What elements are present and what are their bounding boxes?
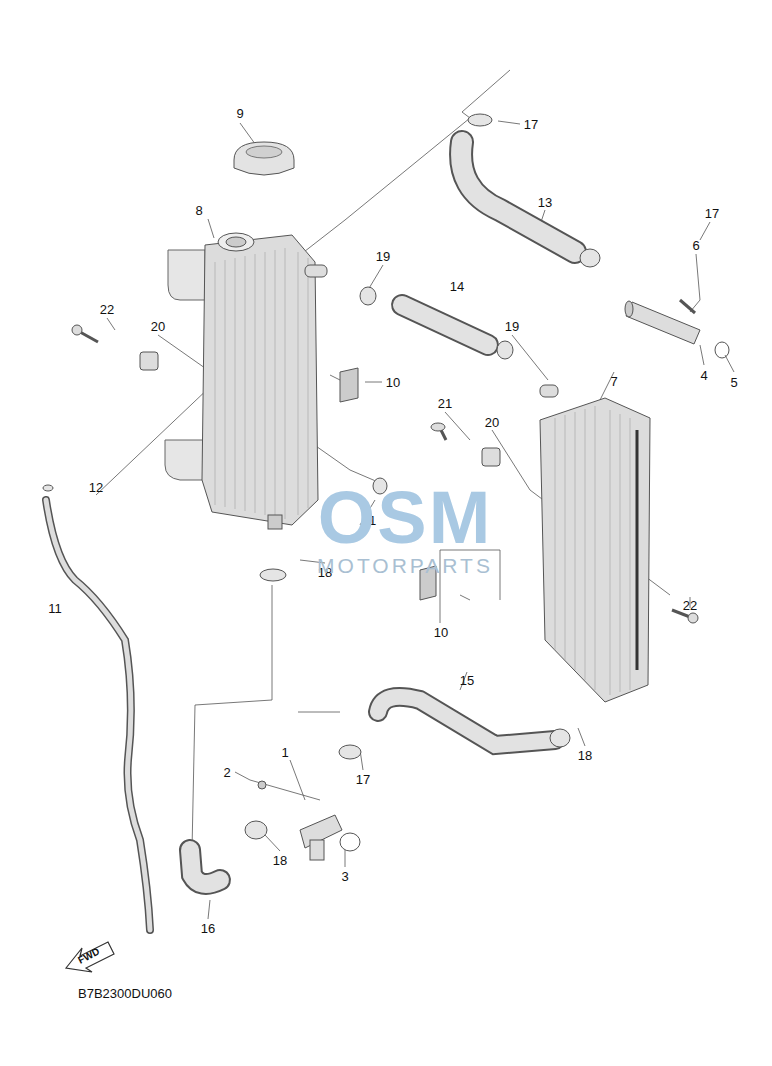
left-radiator <box>165 233 327 529</box>
callout-number: 17 <box>356 773 370 786</box>
callout-number: 1 <box>281 746 288 759</box>
callout-number: 3 <box>341 870 348 883</box>
callout-number: 20 <box>485 416 499 429</box>
clamps <box>43 114 600 839</box>
callout-number: 14 <box>450 280 464 293</box>
callout-number: 17 <box>705 207 719 220</box>
callout-number: 8 <box>195 204 202 217</box>
callout-number: 4 <box>700 369 707 382</box>
callout-number: 7 <box>610 375 617 388</box>
callout-number: 15 <box>460 674 474 687</box>
radiator-cap <box>234 142 294 175</box>
leader-lines <box>96 70 734 919</box>
callout-number: 6 <box>692 239 699 252</box>
fwd-arrow <box>66 942 114 972</box>
callout-number: 22 <box>683 599 697 612</box>
right-radiator <box>540 385 650 702</box>
callout-number: 16 <box>201 922 215 935</box>
callout-number: 13 <box>538 196 552 209</box>
watermark: OSM <box>318 481 493 555</box>
callout-number: 21 <box>438 397 452 410</box>
callout-number: 5 <box>730 376 737 389</box>
callout-number: 19 <box>505 320 519 333</box>
hoses <box>46 142 575 930</box>
watermark: MOTORPARTS <box>317 555 493 576</box>
callout-number: 20 <box>151 320 165 333</box>
diagram-code: B7B2300DU060 <box>78 987 172 1000</box>
callout-number: 10 <box>434 626 448 639</box>
pipes-and-bolts <box>72 300 729 860</box>
callout-number: 18 <box>578 749 592 762</box>
callout-number: 10 <box>386 376 400 389</box>
callout-number: 2 <box>223 766 230 779</box>
callout-number: 18 <box>273 854 287 867</box>
callout-number: 17 <box>524 118 538 131</box>
callout-number: 12 <box>89 481 103 494</box>
callout-number: 9 <box>236 107 243 120</box>
callout-number: 22 <box>100 303 114 316</box>
callout-number: 19 <box>376 250 390 263</box>
callout-number: 11 <box>48 602 62 615</box>
